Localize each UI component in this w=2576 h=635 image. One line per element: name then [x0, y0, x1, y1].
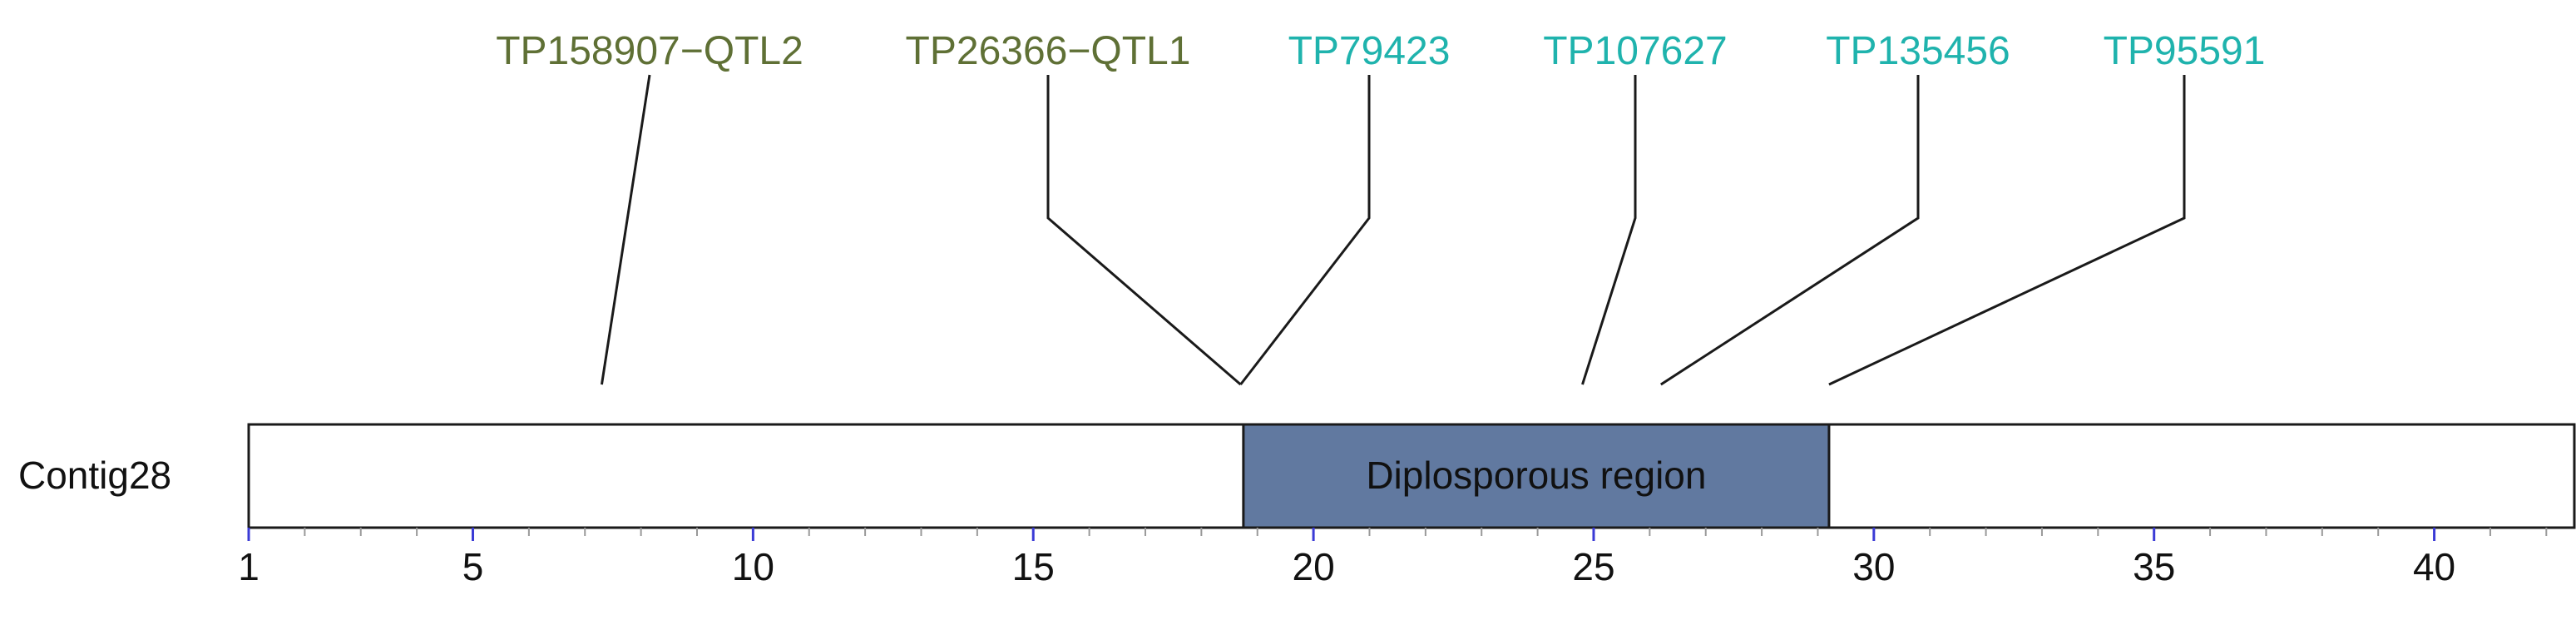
tick-label: 20	[1293, 545, 1335, 588]
contig-name: Contig28	[18, 454, 171, 497]
diplosporous-region-label: Diplosporous region	[1366, 454, 1706, 497]
marker-label-tp107627: TP107627	[1543, 29, 1728, 73]
tick-label: 5	[462, 545, 484, 588]
marker-labels: TP158907−QTL2 TP26366−QTL1 TP79423 TP107…	[496, 29, 2265, 73]
connector-line	[1581, 75, 1637, 385]
marker-label-tp26366-qtl1: TP26366−QTL1	[906, 29, 1191, 73]
tick-label: 25	[1572, 545, 1614, 588]
connector-line	[1828, 75, 2186, 386]
marker-connectors	[600, 74, 2186, 386]
tick-label: 35	[2133, 545, 2175, 588]
tick-label: 10	[732, 545, 774, 588]
marker-label-tp158907-qtl2: TP158907−QTL2	[496, 29, 803, 73]
marker-label-tp135456: TP135456	[1826, 29, 2010, 73]
marker-label-tp79423: TP79423	[1288, 29, 1451, 73]
connector-line	[1239, 75, 1371, 385]
diplosporous-region	[1242, 423, 1831, 529]
connector-line	[1046, 75, 1242, 386]
tick-label: 15	[1012, 545, 1055, 588]
connector-line	[1659, 75, 1920, 386]
tick-label: 30	[1852, 545, 1895, 588]
tick-label: 40	[2413, 545, 2455, 588]
connector-line	[600, 74, 651, 385]
tick-label: 1	[238, 545, 260, 588]
marker-label-tp95591: TP95591	[2104, 29, 2266, 73]
